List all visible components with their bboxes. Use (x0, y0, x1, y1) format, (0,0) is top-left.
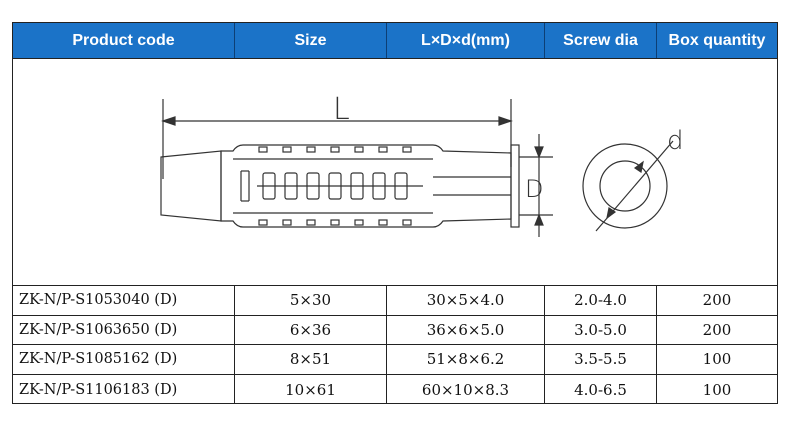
header-size: Size (235, 23, 387, 58)
cell-screw-dia: 3.5-5.5 (545, 345, 657, 374)
cell-dimensions: 36×6×5.0 (387, 315, 545, 345)
cell-dimensions: 51×8×6.2 (387, 345, 545, 374)
anchor-slots (257, 172, 423, 200)
cell-size: 5×30 (235, 286, 387, 315)
cell-product-code: ZK-N/P-S1106183 (D) (13, 374, 235, 405)
l-arrow-left (161, 116, 176, 126)
cell-box-quantity: 100 (702, 380, 732, 399)
table-row: ZK-N/P-S1053040 (D) 5×30 30×5×4.0 2.0-4.… (13, 286, 777, 316)
end-view-outer-ring (582, 143, 668, 229)
table-body: ZK-N/P-S1053040 (D) 5×30 30×5×4.0 2.0-4.… (13, 286, 777, 405)
diameter-label: D (525, 175, 543, 203)
header-screw-dia: Screw dia (545, 23, 657, 58)
cell-screw-dia: 4.0-6.5 (545, 374, 657, 405)
cell-size: 10×61 (235, 374, 387, 405)
cell-product-code: ZK-N/P-S1053040 (D) (13, 286, 235, 315)
end-view-inner-ring (599, 160, 651, 212)
header-box-quantity: Box quantity (657, 23, 777, 58)
length-label: L (333, 92, 350, 127)
header-product-code: Product code (13, 23, 235, 58)
cell-size: 8×51 (235, 345, 387, 374)
cell-size: 6×36 (235, 315, 387, 345)
anchor-tip (160, 150, 222, 222)
table-row: ZK-N/P-S1106183 (D) 10×61 60×10×8.3 4.0-… (13, 374, 777, 405)
table-header: Product code Size L×D×d(mm) Screw dia Bo… (13, 23, 777, 58)
header-dimensions: L×D×d(mm) (387, 23, 545, 58)
cell-dimensions: 30×5×4.0 (387, 286, 545, 315)
cell-box-quantity: 200 (702, 320, 732, 339)
cell-screw-dia: 3.0-5.0 (545, 315, 657, 345)
l-arrow-right (498, 116, 513, 126)
table-row: ZK-N/P-S1063650 (D) 6×36 36×6×5.0 3.0-5.… (13, 315, 777, 346)
cell-product-code: ZK-N/P-S1085162 (D) (13, 345, 235, 374)
spec-table: Product code Size L×D×d(mm) Screw dia Bo… (12, 22, 778, 405)
cell-box-quantity: 100 (702, 350, 732, 369)
table-row: ZK-N/P-S1085162 (D) 8×51 51×8×6.2 3.5-5.… (13, 345, 777, 375)
cell-product-code: ZK-N/P-S1063650 (D) (13, 315, 235, 345)
cell-dimensions: 60×10×8.3 (387, 374, 545, 405)
cell-box-quantity: 200 (702, 291, 732, 310)
cell-screw-dia: 2.0-4.0 (545, 286, 657, 315)
anchor-technical-drawing: L D d (13, 58, 777, 286)
inner-diameter-label: d (667, 126, 684, 156)
anchor-flange (510, 144, 520, 228)
anchor-teeth (258, 146, 412, 226)
anchor-drawing-svg: L D d (160, 92, 684, 237)
